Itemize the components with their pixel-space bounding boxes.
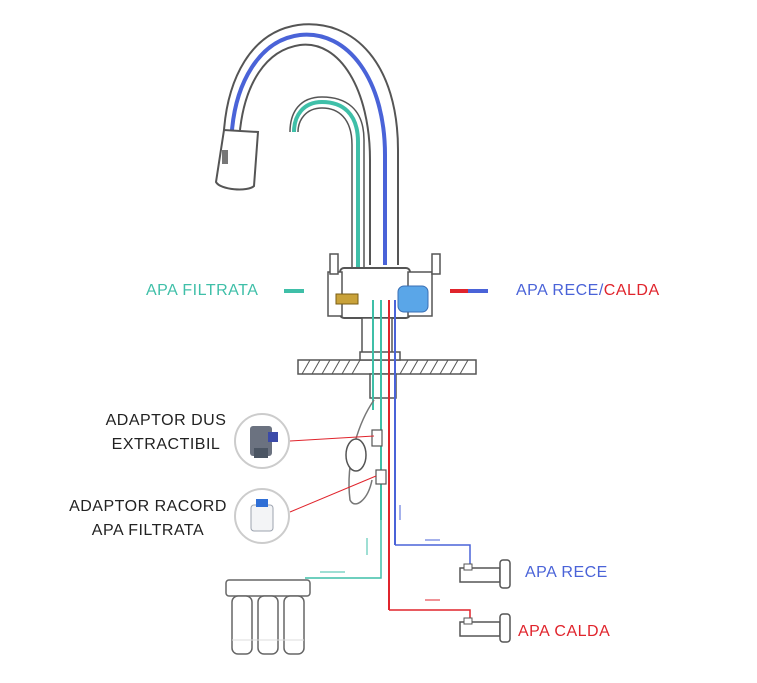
- fitting-adapter-label: ADAPTOR RACORD APA FILTRATA: [60, 497, 236, 541]
- separator-text: /: [598, 282, 604, 299]
- cold-valve-icon: [459, 559, 511, 589]
- shower-adapter-line1: ADAPTOR DUS: [105, 412, 227, 429]
- filtered-water-line: [305, 520, 382, 579]
- fitting-adapter-pointer: [289, 475, 377, 513]
- hot-water-line: [389, 599, 471, 628]
- cold-water-text: APA RECE: [516, 282, 599, 299]
- cold-valve-label: APA RECE: [525, 564, 608, 581]
- fitting-adapter-line2: APA FILTRATA: [91, 522, 205, 539]
- shower-adapter-icon: [234, 413, 290, 469]
- supply-hoses: [345, 300, 396, 610]
- fitting-adapter-line1: ADAPTOR RACORD: [69, 498, 227, 515]
- filtered-water-label: APA FILTRATA: [146, 282, 259, 299]
- shower-adapter-line2: EXTRACTIBIL: [111, 436, 221, 453]
- hot-valve-icon: [459, 613, 511, 643]
- cold-water-line: [395, 505, 471, 572]
- countertop: [297, 359, 477, 375]
- water-filter-icon: [225, 579, 311, 655]
- hot-water-text: CALDA: [603, 282, 660, 299]
- shower-adapter-label: ADAPTOR DUS EXTRACTIBIL: [96, 411, 236, 455]
- cold-hot-water-label: APA RECE/CALDA: [516, 281, 660, 301]
- faucet-icon: [214, 23, 441, 399]
- hot-valve-label: APA CALDA: [518, 623, 611, 640]
- fitting-adapter-icon: [234, 488, 290, 544]
- shower-adapter-pointer: [289, 435, 375, 442]
